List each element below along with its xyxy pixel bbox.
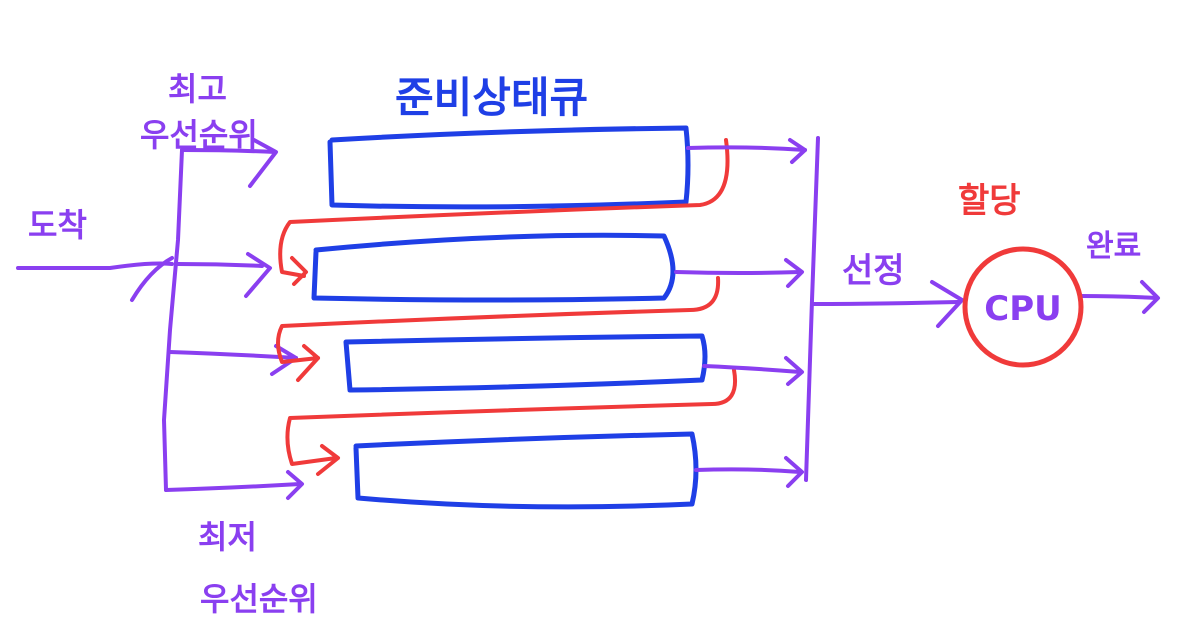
feedback-1-to-2-arrowhead bbox=[290, 256, 308, 286]
highest-priority-label-line1: 최고 bbox=[168, 70, 227, 108]
lowest-priority-label-line1: 최저 bbox=[198, 518, 257, 556]
queue-2 bbox=[311, 232, 676, 303]
dispatch-arrowhead-1 bbox=[248, 138, 278, 188]
feedback-paths bbox=[276, 138, 737, 476]
selection-label: 선정 bbox=[842, 251, 905, 291]
queue-3 bbox=[343, 333, 708, 393]
feedback-2-to-3-arrowhead bbox=[296, 344, 320, 382]
dispatch-branch-2 bbox=[176, 262, 264, 268]
title-label: 준비상태큐 bbox=[395, 73, 588, 122]
highest-priority-label-line2: 우선순위 bbox=[140, 116, 258, 154]
cpu-label: CPU bbox=[984, 289, 1061, 329]
dispatch-arrowhead-4 bbox=[286, 470, 304, 500]
output-arrowhead-3 bbox=[784, 356, 804, 386]
dispatch-branch-4 bbox=[164, 482, 302, 492]
dispatch-branch-1 bbox=[180, 148, 277, 154]
ready-queues bbox=[311, 125, 708, 510]
dispatch-trunk bbox=[162, 148, 184, 492]
arrival-flow bbox=[16, 138, 304, 500]
selection-line bbox=[810, 300, 960, 306]
cpu-circle bbox=[962, 246, 1084, 368]
arrival-arrow-line bbox=[16, 261, 174, 270]
dispatch-arrowhead-3 bbox=[270, 344, 298, 376]
feedback-3-to-4-arrowhead bbox=[316, 444, 340, 476]
output-arrowhead-2 bbox=[784, 258, 804, 288]
dispatch-arrowhead-2 bbox=[244, 252, 272, 298]
output-flow bbox=[674, 136, 1160, 488]
feedback-1-to-2 bbox=[278, 138, 730, 278]
output-line-3 bbox=[702, 364, 802, 374]
arrival-label: 도착 bbox=[28, 206, 87, 244]
branch-curve bbox=[130, 256, 174, 302]
queue-1 bbox=[327, 125, 691, 210]
collector-bar bbox=[804, 136, 820, 482]
output-line-2 bbox=[674, 270, 802, 275]
completion-line bbox=[1078, 294, 1158, 300]
output-arrowhead-4 bbox=[784, 456, 804, 488]
output-line-4 bbox=[694, 467, 802, 474]
allocation-label: 할당 bbox=[958, 181, 1021, 221]
completion-label: 완료 bbox=[1086, 229, 1141, 264]
feedback-2-to-3 bbox=[276, 276, 721, 364]
queue-4 bbox=[353, 431, 699, 510]
completion-arrowhead bbox=[1140, 280, 1160, 314]
output-arrowhead-1 bbox=[788, 138, 807, 164]
output-line-1 bbox=[686, 145, 807, 152]
selection-arrowhead bbox=[930, 280, 964, 328]
lowest-priority-label-line2: 우선순위 bbox=[200, 580, 318, 618]
feedback-3-to-4 bbox=[285, 368, 737, 466]
